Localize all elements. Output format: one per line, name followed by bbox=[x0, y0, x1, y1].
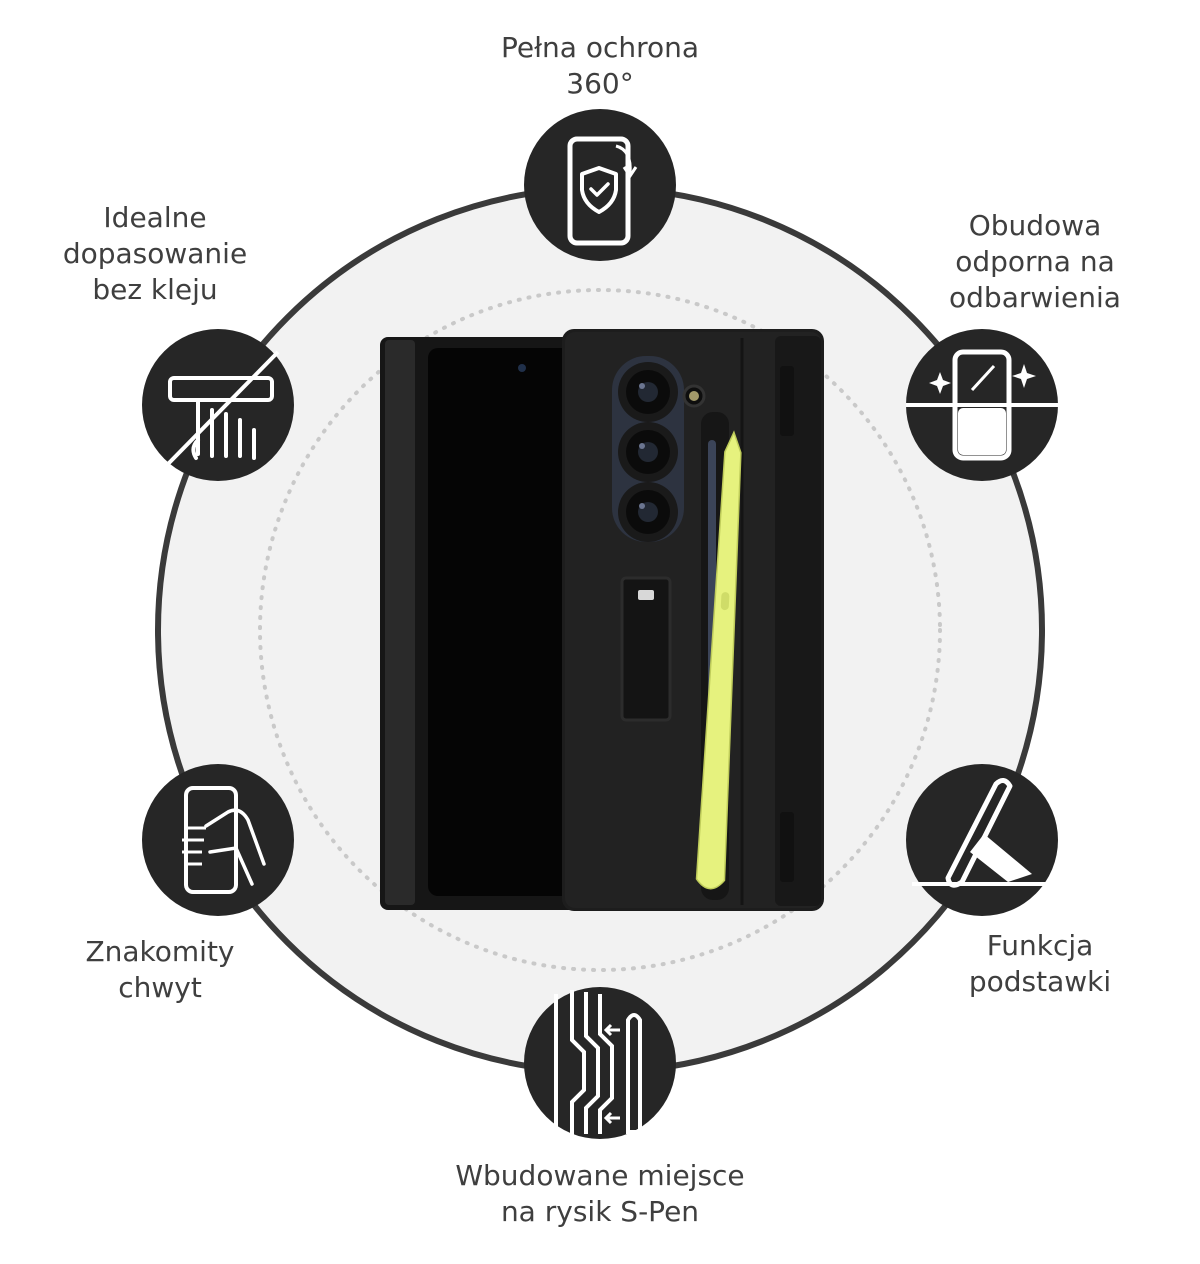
no-glue-fit-icon bbox=[142, 329, 294, 481]
shield-phone-rotate-icon bbox=[524, 109, 676, 261]
camera-lens-1 bbox=[618, 362, 678, 422]
hinge bbox=[775, 336, 821, 906]
discoloration-resistant-icon bbox=[906, 329, 1058, 481]
stand-icon bbox=[906, 764, 1058, 916]
hand-grip-icon bbox=[142, 764, 294, 916]
kickstand bbox=[620, 576, 672, 722]
camera-lens-3 bbox=[618, 482, 678, 542]
camera-lens-2 bbox=[618, 422, 678, 482]
label-protection: Pełna ochrona 360° bbox=[500, 31, 700, 100]
label-spen-slot: Wbudowane miejsce na rysik S-Pen bbox=[455, 1159, 745, 1228]
label-fit: Idealne dopasowanie bez kleju bbox=[62, 201, 248, 306]
inner-screen bbox=[428, 348, 588, 896]
dotted-ring bbox=[258, 288, 942, 972]
s-pen bbox=[695, 430, 742, 890]
front-camera bbox=[518, 364, 526, 372]
label-grip: Znakomity chwyt bbox=[85, 935, 235, 1004]
label-anti-yellowing: Obudowa odporna na odbarwienia bbox=[949, 209, 1121, 314]
product-image bbox=[380, 329, 824, 911]
spen-slot-icon bbox=[524, 987, 676, 1139]
label-kickstand: Funkcja podstawki bbox=[968, 929, 1112, 998]
